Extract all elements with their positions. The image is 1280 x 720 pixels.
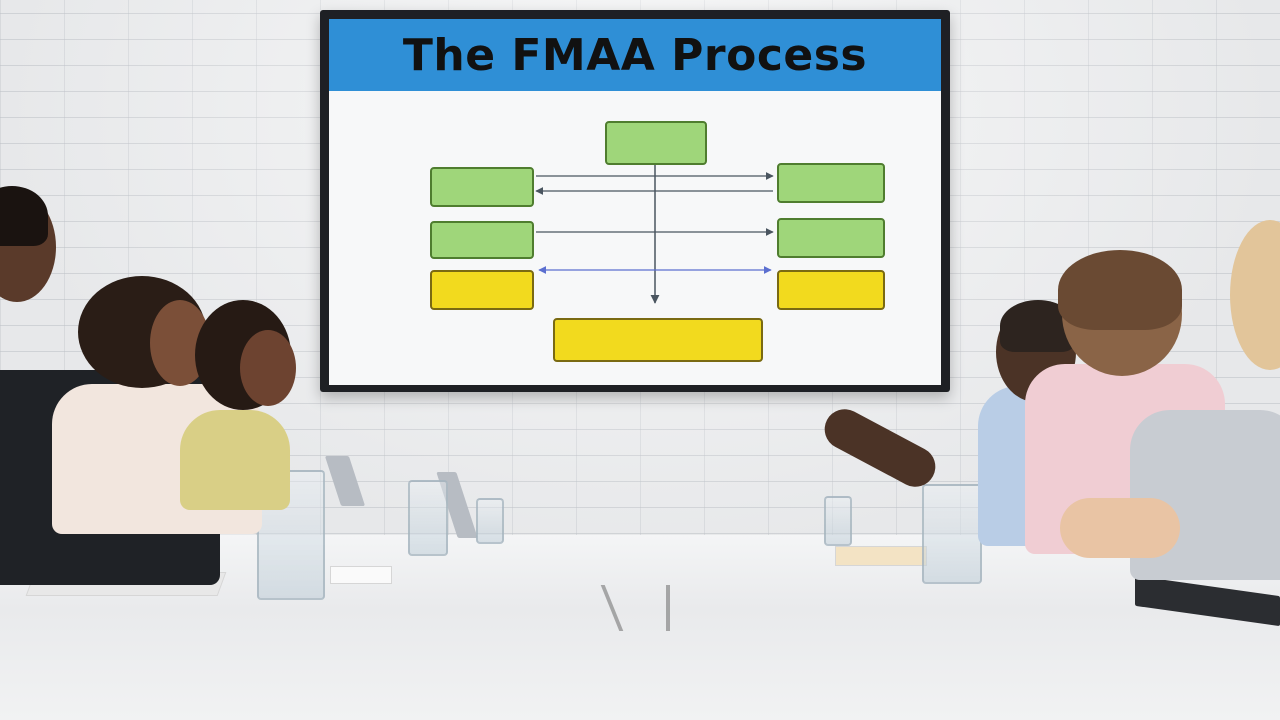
slide-title-bar: The FMAA Process [329,19,941,91]
paper-sheet [330,566,392,584]
slide-title: The FMAA Process [402,29,868,81]
node-right-3 [777,270,885,310]
node-bottom [553,318,763,362]
water-glass [408,480,448,556]
slide: The FMAA Process [329,19,941,385]
flow-diagram [535,165,774,304]
node-left-3 [430,270,534,310]
water-glass [922,484,982,584]
node-left-1 [430,167,534,207]
water-glass [476,498,504,544]
node-left-2 [430,221,534,259]
node-right-1 [777,163,885,203]
node-right-2 [777,218,885,258]
presentation-screen: The FMAA Process [320,10,950,392]
table-seam [666,585,670,631]
node-top [605,121,707,165]
paper-sheet [835,546,927,566]
water-glass [824,496,852,546]
